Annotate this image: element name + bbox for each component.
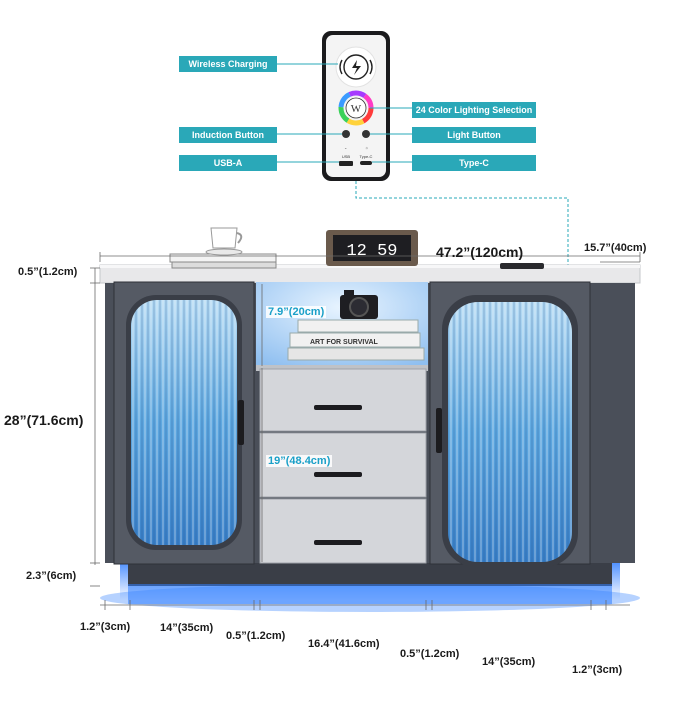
drawer-stack [259,368,427,564]
dim-bottom-right-divider: 0.5”(1.2cm) [400,648,460,660]
drawer-1-handle[interactable] [314,405,362,410]
dim-bottom-left-divider: 0.5”(1.2cm) [226,630,286,642]
callout-color-lighting: 24 Color Lighting Selection [412,102,536,118]
dim-bottom-left-edge: 1.2”(3cm) [80,621,131,633]
callout-wireless-charging: Wireless Charging [179,56,277,72]
dim-bottom-center: 16.4”(41.6cm) [308,638,380,650]
left-glass-door[interactable] [113,281,255,565]
callout-type-c: Type-C [412,155,536,171]
dim-height: 28”(71.6cm) [4,412,84,428]
callout-induction-button: Induction Button [179,127,277,143]
dim-bottom-left-door: 14”(35cm) [160,622,214,634]
svg-text:12 59: 12 59 [346,242,397,261]
dim-shelf-height: 7.9”(20cm) [266,306,327,318]
drawer-3[interactable] [259,498,427,564]
smart-panel-phone: W ⌄ ☼ USB Type-C [322,31,390,181]
svg-text:☼: ☼ [365,145,369,150]
dim-bottom-right-door: 14”(35cm) [482,656,536,668]
drawer-3-handle[interactable] [314,540,362,545]
svg-text:⌄: ⌄ [344,145,347,150]
dimension-lines [90,252,641,610]
mug-decor [210,227,238,249]
svg-text:W: W [351,103,362,115]
callout-usb-a: USB-A [179,155,277,171]
light-button-icon [362,130,370,138]
wireless-charging-icon [343,54,369,80]
cable-path-line [355,181,569,270]
open-shelf: ART FOR SURVIVAL [256,282,428,371]
dim-width: 47.2”(120cm) [436,244,524,260]
dim-bottom-right-edge: 1.2”(3cm) [572,664,623,676]
dim-drawer-stack: 19”(48.4cm) [266,455,333,467]
type-c-port [360,161,372,165]
flip-clock: 12 59 [326,230,418,266]
right-glass-door[interactable] [429,281,591,567]
dim-depth: 15.7”(40cm) [584,242,647,254]
dim-top-thickness: 0.5”(1.2cm) [18,266,78,278]
usb-a-port [339,161,353,166]
svg-text:Type-C: Type-C [360,154,373,159]
callout-lines [277,63,412,163]
induction-button-icon [342,130,350,138]
callout-light-button: Light Button [412,127,536,143]
svg-text:USB: USB [342,154,351,159]
drawer-2-handle[interactable] [314,472,362,477]
right-door-handle[interactable] [436,408,442,453]
drawer-1[interactable] [259,368,427,432]
svg-text:ART FOR SURVIVAL: ART FOR SURVIVAL [310,339,379,346]
left-door-handle[interactable] [238,400,244,445]
dim-base-height: 2.3”(6cm) [26,570,77,582]
